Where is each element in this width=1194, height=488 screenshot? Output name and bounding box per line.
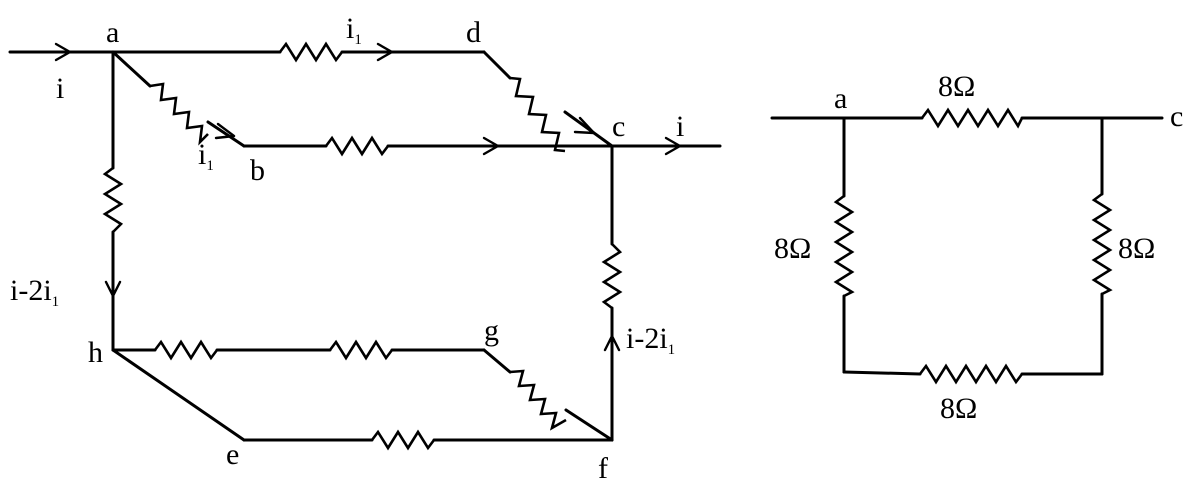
rc-resistor-label-top: 8Ω (938, 70, 975, 103)
node-label-g: g (484, 314, 499, 347)
rc-resistor-bottom (918, 363, 1024, 385)
node-label-d: d (466, 16, 481, 49)
arrow-f-c (603, 334, 621, 352)
current-label-vertical-right: i-2i1 (626, 322, 675, 358)
node-label-c: c (612, 110, 625, 143)
rc-node-label-c: c (1170, 100, 1183, 133)
wire-d-c-2 (563, 110, 614, 148)
resistor-b-c (324, 135, 390, 157)
node-label-f: f (598, 452, 608, 485)
rc-resistor-top (920, 107, 1024, 129)
resistor-f-c (601, 243, 623, 310)
arrow-a-b (214, 122, 236, 140)
resistor-a-b (149, 82, 209, 146)
resistor-g-f (509, 369, 567, 431)
current-label-input: i (56, 72, 64, 105)
resistor-a-d (278, 41, 344, 63)
current-label-vertical-left: i-2i1 (10, 274, 59, 310)
rc-bottom-wire-1 (842, 370, 922, 376)
wire-a-b-2 (206, 120, 246, 148)
node-label-a: a (106, 16, 119, 49)
wire-a-b-1 (111, 50, 152, 88)
wire-d-c-1 (482, 50, 512, 80)
arrow-d-c (573, 116, 596, 135)
rc-resistor-left (833, 194, 855, 298)
input-current-arrow (54, 42, 72, 62)
rc-resistor-label-right: 8Ω (1118, 232, 1155, 265)
right-circuit: a c 8Ω 8Ω 8Ω 8Ω (770, 70, 1183, 425)
resistor-h-g-2 (328, 339, 394, 361)
arrow-a-d (376, 42, 394, 62)
output-current-arrow (664, 136, 682, 156)
rc-resistor-right (1091, 192, 1113, 296)
wire-h-e (111, 348, 246, 442)
rc-resistor-label-bottom: 8Ω (940, 392, 977, 425)
node-label-h: h (88, 336, 103, 369)
wire-g-f-1 (482, 348, 512, 374)
rc-node-label-a: a (834, 82, 847, 115)
current-label-output: i (676, 110, 684, 143)
resistor-e-f (370, 429, 436, 451)
left-circuit: a d b c h g e f i i i1 i1 i-2i1 i-2i1 (8, 12, 722, 485)
current-label-i1-diag: i1 (198, 138, 214, 174)
wire-g-f-2 (564, 408, 614, 442)
resistor-d-c (509, 76, 566, 153)
arrow-b-c (482, 136, 500, 156)
arrow-a-h (104, 280, 122, 298)
current-label-i1-top: i1 (346, 12, 362, 48)
resistor-h-g-1 (153, 339, 219, 361)
node-label-e: e (226, 438, 239, 471)
rc-resistor-label-left: 8Ω (774, 232, 811, 265)
resistor-a-h (102, 166, 124, 233)
node-label-b: b (250, 154, 265, 187)
